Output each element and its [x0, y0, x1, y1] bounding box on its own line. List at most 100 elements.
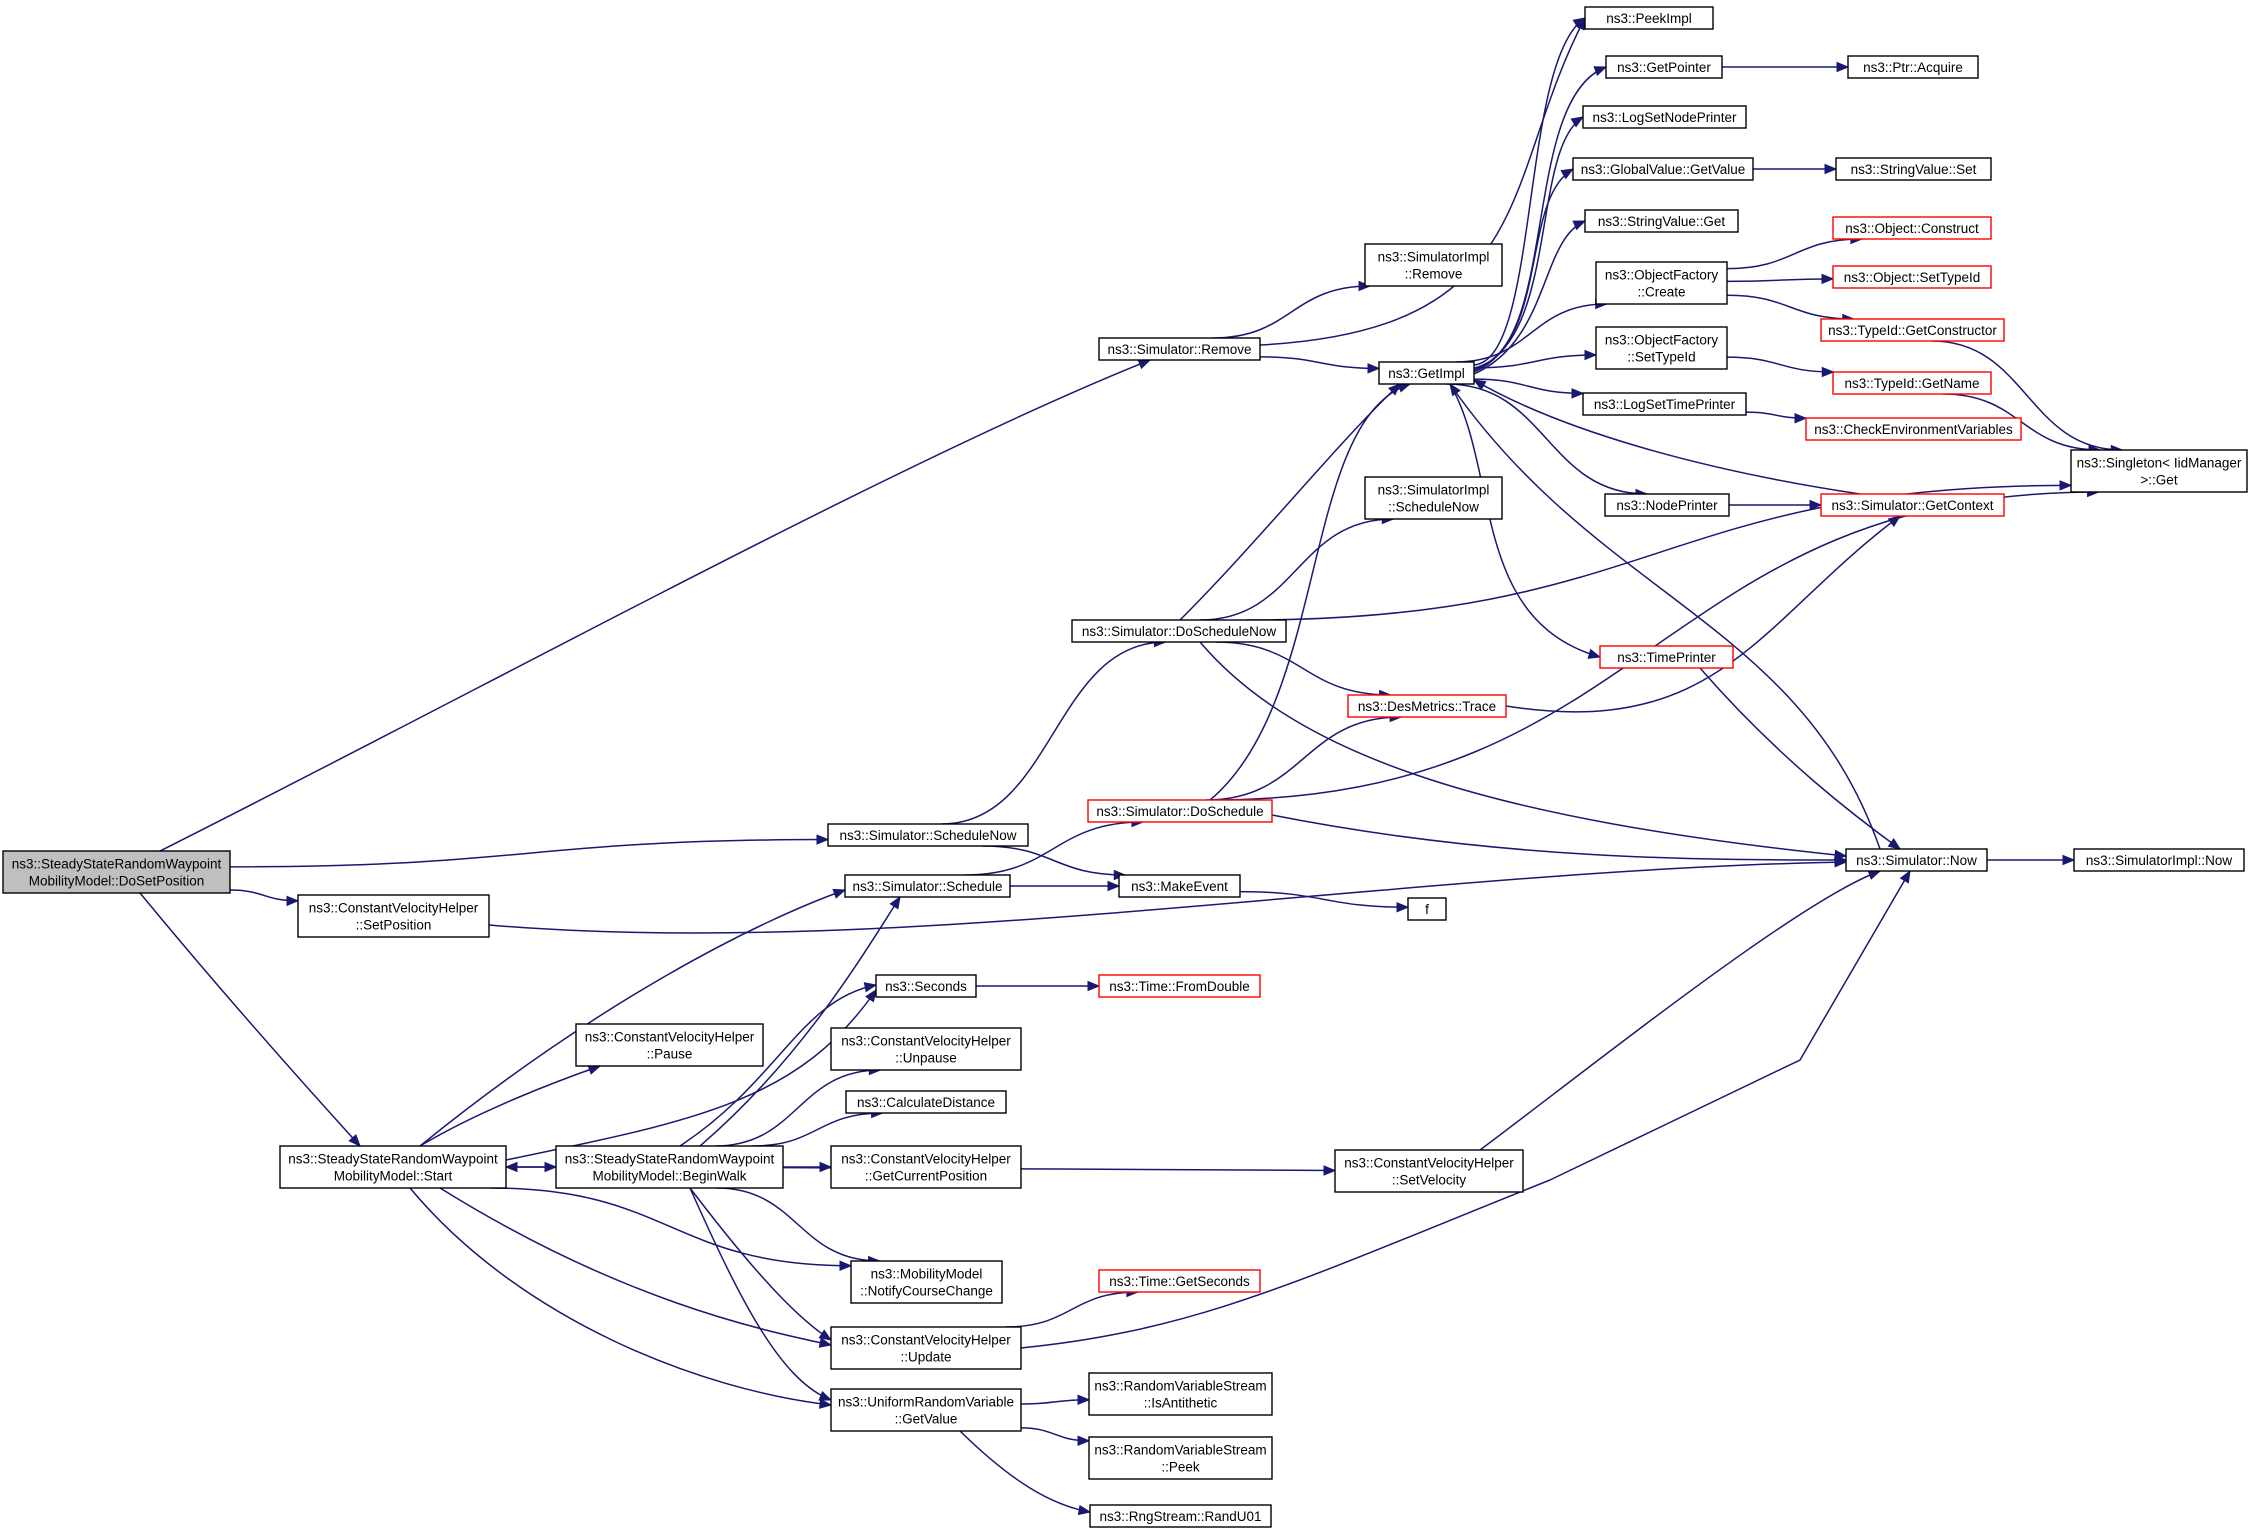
node-CVHSetPosition[interactable]: ns3::ConstantVelocityHelper::SetPosition: [297, 894, 490, 938]
node-StringValueGet[interactable]: ns3::StringValue::Get: [1584, 209, 1739, 233]
node-GetPointer[interactable]: ns3::GetPointer: [1605, 55, 1723, 79]
node-DoSchedule[interactable]: ns3::Simulator::DoSchedule: [1087, 799, 1273, 823]
call-edge-DoSetPosition-to-ScheduleNow: [229, 834, 830, 868]
node-DesTrace[interactable]: ns3::DesMetrics::Trace: [1347, 694, 1507, 718]
node-OFSetTypeId[interactable]: ns3::ObjectFactory::SetTypeId: [1595, 326, 1728, 370]
node-box: [827, 823, 1029, 847]
node-box: [830, 1326, 1022, 1370]
node-label: ns3::CheckEnvironmentVariables: [1814, 422, 2013, 437]
node-label: ::Unpause: [895, 1051, 957, 1066]
node-URVGetValue[interactable]: ns3::UniformRandomVariable::GetValue: [830, 1388, 1022, 1432]
node-TypeIdGetConstructor[interactable]: ns3::TypeId::GetConstructor: [1820, 318, 2005, 342]
node-LogSetTimePrinter[interactable]: ns3::LogSetTimePrinter: [1582, 392, 1747, 416]
call-edge-Schedule-to-MakeEvent: [1010, 880, 1121, 892]
node-label: ::SetPosition: [356, 918, 432, 933]
node-label: ns3::Simulator::Now: [1856, 853, 1977, 868]
node-RVSPeek[interactable]: ns3::RandomVariableStream::Peek: [1088, 1436, 1273, 1480]
node-label: ::Remove: [1405, 267, 1463, 282]
node-CalcDist[interactable]: ns3::CalculateDistance: [845, 1090, 1007, 1114]
node-label: ::GetValue: [895, 1412, 958, 1427]
node-box: [844, 874, 1011, 898]
node-ScheduleNow[interactable]: ns3::Simulator::ScheduleNow: [827, 823, 1029, 847]
call-edge-BeginWalk-to-Schedule: [699, 895, 901, 1147]
node-label: ns3::TypeId::GetName: [1844, 376, 1979, 391]
node-SimGetContext[interactable]: ns3::Simulator::GetContext: [1820, 493, 2005, 517]
node-Schedule[interactable]: ns3::Simulator::Schedule: [844, 874, 1011, 898]
node-label: ns3::ConstantVelocityHelper: [585, 1030, 755, 1045]
node-label: ns3::Simulator::ScheduleNow: [839, 828, 1016, 843]
node-label: ns3::Seconds: [885, 979, 967, 994]
node-ImplNow[interactable]: ns3::SimulatorImpl::Now: [2073, 848, 2245, 872]
node-box: [1407, 897, 1447, 921]
node-box: [575, 1023, 764, 1067]
node-label: ns3::ConstantVelocityHelper: [841, 1333, 1011, 1348]
node-CVHUpdate[interactable]: ns3::ConstantVelocityHelper::Update: [830, 1326, 1022, 1370]
node-box: [1595, 261, 1728, 305]
node-box: [1582, 105, 1747, 129]
node-SimNow[interactable]: ns3::Simulator::Now: [1845, 848, 1988, 872]
node-label: ns3::ConstantVelocityHelper: [1344, 1156, 1514, 1171]
node-NodePrinter[interactable]: ns3::NodePrinter: [1604, 493, 1730, 517]
call-edge-BeginWalk-to-CalcDist: [752, 1107, 884, 1147]
call-edge-DoScheduleNow-to-DesTrace: [1215, 641, 1392, 701]
node-PtrAcquire[interactable]: ns3::Ptr::Acquire: [1847, 55, 1979, 79]
node-ObjConstruct[interactable]: ns3::Object::Construct: [1832, 216, 1992, 240]
node-RandU01[interactable]: ns3::RngStream::RandU01: [1089, 1504, 1272, 1528]
call-edge-DoSetPosition-to-CVHSetPosition: [229, 889, 300, 907]
node-SimRemove[interactable]: ns3::Simulator::Remove: [1098, 337, 1261, 361]
call-edge-SimNow-to-GetImpl: [1449, 382, 1881, 850]
node-FromDouble[interactable]: ns3::Time::FromDouble: [1098, 974, 1261, 998]
node-label: ns3::DesMetrics::Trace: [1358, 699, 1496, 714]
node-box: [850, 1260, 1003, 1304]
node-box: [845, 1090, 1007, 1114]
node-box: [1098, 1269, 1261, 1293]
node-TimeGetSeconds[interactable]: ns3::Time::GetSeconds: [1098, 1269, 1261, 1293]
call-edge-SimNow-to-ImplNow: [1987, 854, 2076, 866]
node-SingletonGet[interactable]: ns3::Singleton< IidManager>::Get: [2070, 449, 2248, 493]
node-RVSIsAnti[interactable]: ns3::RandomVariableStream::IsAntithetic: [1088, 1372, 1273, 1416]
node-ImplRemove[interactable]: ns3::SimulatorImpl::Remove: [1364, 243, 1503, 287]
node-box: [1087, 799, 1273, 823]
function-nodes: ns3::SteadyStateRandomWaypointMobilityMo…: [2, 6, 2248, 1528]
node-NotifyCourse[interactable]: ns3::MobilityModel::NotifyCourseChange: [850, 1260, 1003, 1304]
node-label: ns3::GlobalValue::GetValue: [1581, 162, 1746, 177]
node-box: [2070, 449, 2248, 493]
call-edge-GetImpl-to-GlobalGetValue: [1473, 168, 1575, 373]
node-ImplScheduleNow[interactable]: ns3::SimulatorImpl::ScheduleNow: [1364, 476, 1503, 520]
node-CheckEnv[interactable]: ns3::CheckEnvironmentVariables: [1805, 417, 2022, 441]
node-DoScheduleNow[interactable]: ns3::Simulator::DoScheduleNow: [1071, 619, 1287, 643]
node-f[interactable]: f: [1407, 897, 1447, 921]
node-OFCreate[interactable]: ns3::ObjectFactory::Create: [1595, 261, 1728, 305]
node-MakeEvent[interactable]: ns3::MakeEvent: [1118, 874, 1241, 898]
node-TypeIdGetName[interactable]: ns3::TypeId::GetName: [1832, 371, 1992, 395]
node-ObjSetTypeId[interactable]: ns3::Object::SetTypeId: [1832, 265, 1992, 289]
node-box: [1089, 1504, 1272, 1528]
node-label: ::ScheduleNow: [1388, 500, 1479, 515]
node-CVHPause[interactable]: ns3::ConstantVelocityHelper::Pause: [575, 1023, 764, 1067]
node-Start[interactable]: ns3::SteadyStateRandomWaypointMobilityMo…: [279, 1145, 507, 1189]
node-CVHGetCurPos[interactable]: ns3::ConstantVelocityHelper::GetCurrentP…: [830, 1145, 1022, 1189]
node-box: [1805, 417, 2022, 441]
node-GlobalGetValue[interactable]: ns3::GlobalValue::GetValue: [1572, 157, 1754, 181]
node-TimePrinter[interactable]: ns3::TimePrinter: [1599, 645, 1734, 669]
call-edge-DoSetPosition-to-SimRemove: [159, 359, 1152, 852]
node-Seconds[interactable]: ns3::Seconds: [875, 974, 977, 998]
node-label: ::Create: [1637, 285, 1685, 300]
node-CVHSetVelocity[interactable]: ns3::ConstantVelocityHelper::SetVelocity: [1334, 1149, 1524, 1193]
node-label: ns3::Simulator::Schedule: [852, 879, 1002, 894]
node-box: [279, 1145, 507, 1189]
node-box: [1845, 848, 1988, 872]
node-LogSetNodePrinter[interactable]: ns3::LogSetNodePrinter: [1582, 105, 1747, 129]
node-CVHUnpause[interactable]: ns3::ConstantVelocityHelper::Unpause: [830, 1027, 1022, 1071]
node-box: [1820, 318, 2005, 342]
node-label: ns3::SteadyStateRandomWaypoint: [288, 1152, 498, 1167]
node-StringValueSet[interactable]: ns3::StringValue::Set: [1835, 157, 1992, 181]
node-BeginWalk[interactable]: ns3::SteadyStateRandomWaypointMobilityMo…: [555, 1145, 784, 1189]
call-edge-TimePrinter-to-SimNow: [1699, 667, 1902, 850]
call-edge-BeginWalk-to-Seconds: [679, 982, 878, 1147]
call-edge-BeginWalk-to-URVGetValue: [689, 1187, 833, 1401]
node-GetImpl[interactable]: ns3::GetImpl: [1378, 361, 1475, 385]
node-PeekImpl[interactable]: ns3::PeekImpl: [1584, 6, 1714, 30]
node-label: ns3::SimulatorImpl: [1378, 250, 1490, 265]
node-box: [1071, 619, 1287, 643]
